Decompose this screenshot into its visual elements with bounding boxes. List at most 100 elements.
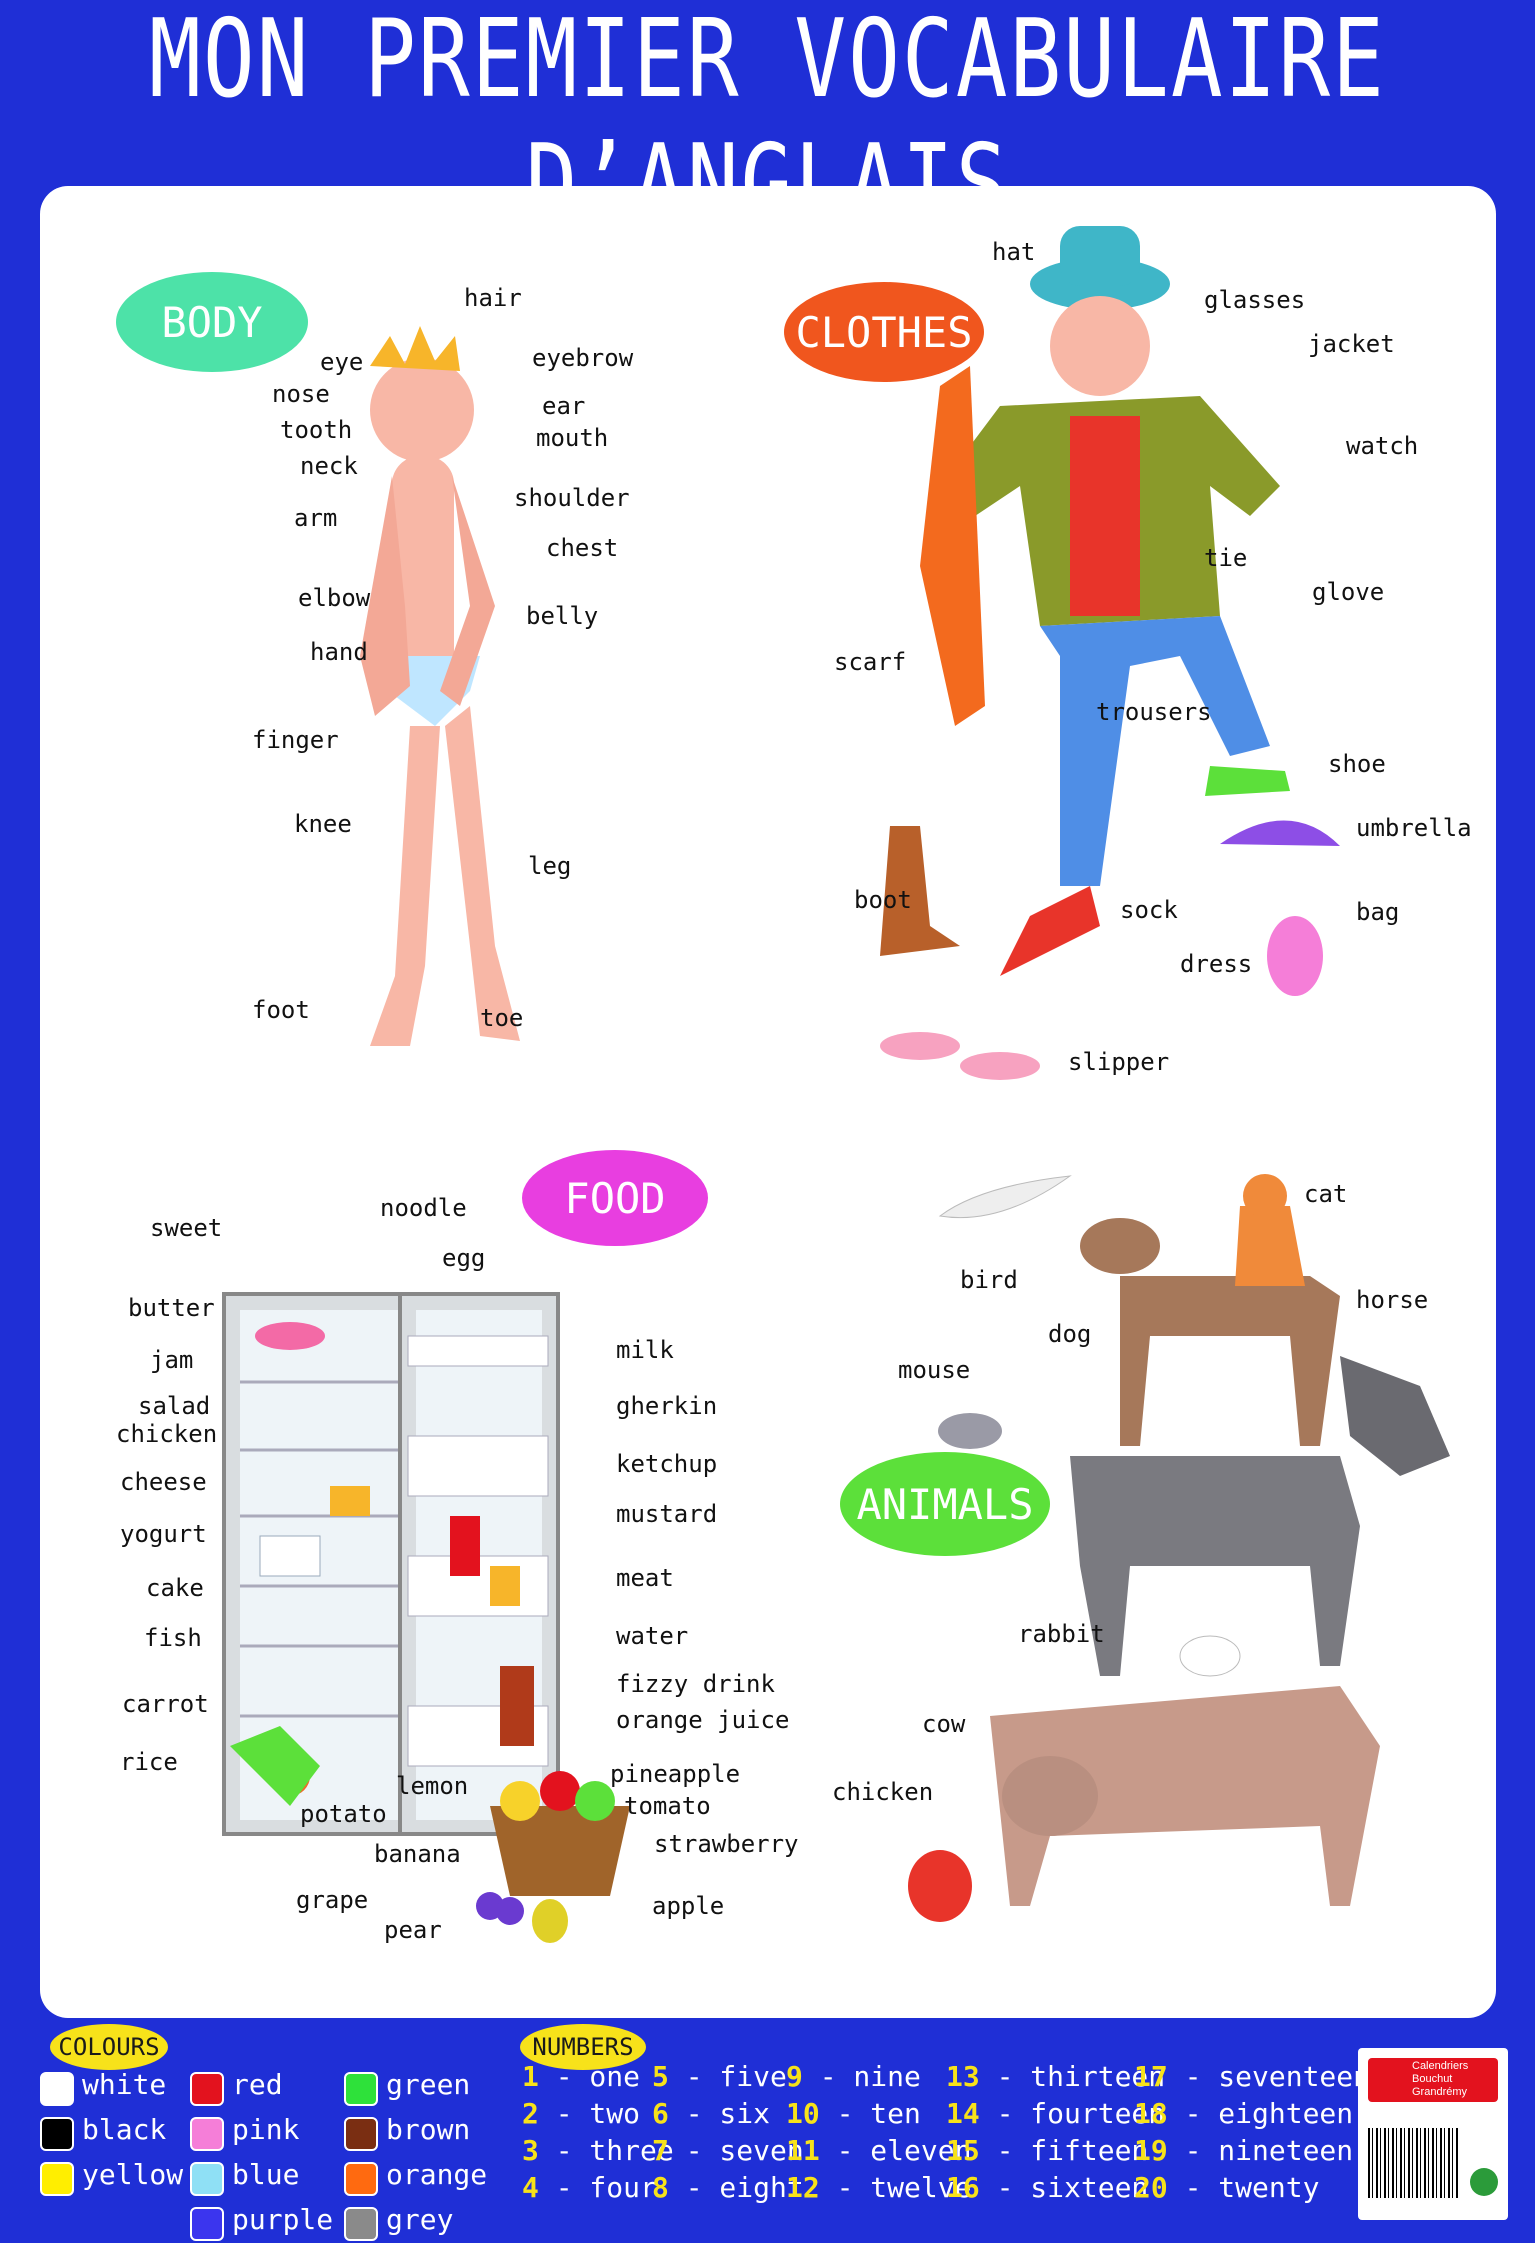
food-label: ketchup: [616, 1450, 718, 1478]
colour-name: grey: [386, 2203, 454, 2236]
number-word: - fourteen: [979, 2097, 1166, 2130]
number-item: 17 - seventeen: [1134, 2060, 1370, 2093]
number-word: - eighteen: [1167, 2097, 1354, 2130]
animals-label: cow: [922, 1710, 966, 1738]
number-item: 20 - twenty: [1134, 2171, 1319, 2204]
body-label: hair: [464, 284, 522, 312]
body-label: mouth: [536, 424, 609, 452]
animals-label: rabbit: [1018, 1620, 1105, 1648]
body-label: chest: [546, 534, 619, 562]
number-digit: 16: [946, 2171, 980, 2204]
animals-stack-illustration: [908, 1174, 1450, 1922]
animals-section-badge: ANIMALS: [840, 1452, 1050, 1556]
publisher-name-1: Calendriers: [1412, 2060, 1469, 2072]
colour-name: yellow: [82, 2158, 184, 2191]
number-item: 10 - ten: [786, 2097, 921, 2130]
body-label: arm: [294, 504, 338, 532]
number-item: 12 - twelve: [786, 2171, 971, 2204]
number-word: - eight: [668, 2171, 804, 2204]
clothes-label: scarf: [834, 648, 907, 676]
number-word: - ten: [819, 2097, 921, 2130]
clothes-section-badge: CLOTHES: [784, 282, 984, 382]
clothes-label: dress: [1180, 950, 1253, 978]
food-label: fish: [144, 1624, 202, 1652]
vocabulary-panel: BODY CLOTHES FOOD ANIMALS hair eye eyebr…: [40, 186, 1496, 2018]
food-section-badge: FOOD: [522, 1150, 708, 1246]
number-word: - twenty: [1167, 2171, 1320, 2204]
number-word: - five: [668, 2060, 787, 2093]
number-digit: 9: [786, 2060, 803, 2093]
publisher-logo: Calendriers Bouchut Grandrémy: [1358, 2048, 1508, 2220]
number-digit: 20: [1134, 2171, 1168, 2204]
number-digit: 14: [946, 2097, 980, 2130]
food-label: pear: [384, 1916, 442, 1944]
number-digit: 1: [522, 2060, 539, 2093]
clothes-label: bag: [1356, 898, 1400, 926]
clothes-label: glasses: [1204, 286, 1306, 314]
clothes-label: sock: [1120, 896, 1178, 924]
number-item: 5 - five: [652, 2060, 787, 2093]
clothes-label: watch: [1346, 432, 1419, 460]
number-item: 2 - two: [522, 2097, 640, 2130]
page-title: MON PREMIER VOCABULAIRE D’ANGLAIS: [149, 0, 1386, 247]
colour-name: green: [386, 2068, 471, 2101]
clothes-label: glove: [1312, 578, 1385, 606]
food-label: butter: [128, 1294, 215, 1322]
colour-name: orange: [386, 2158, 488, 2191]
number-word: - sixteen: [979, 2171, 1149, 2204]
body-label: elbow: [298, 584, 371, 612]
number-word: - two: [538, 2097, 641, 2130]
number-item: 19 - nineteen: [1134, 2134, 1353, 2167]
colour-swatch-white: [40, 2072, 74, 2106]
publisher-name-2: Bouchut: [1412, 2073, 1453, 2085]
food-label: yogurt: [120, 1520, 207, 1548]
body-label: foot: [252, 996, 310, 1024]
number-word: - eleven: [819, 2134, 972, 2167]
colour-name: white: [82, 2068, 167, 2101]
boy-body-illustration: [360, 326, 520, 1046]
colour-name: blue: [232, 2158, 300, 2191]
number-digit: 5: [652, 2060, 669, 2093]
food-label: potato: [300, 1800, 387, 1828]
food-label: cake: [146, 1574, 204, 1602]
number-digit: 19: [1134, 2134, 1168, 2167]
number-item: 16 - sixteen: [946, 2171, 1148, 2204]
number-digit: 17: [1134, 2060, 1168, 2093]
number-digit: 12: [786, 2171, 820, 2204]
animals-label: horse: [1356, 1286, 1429, 1314]
food-label: gherkin: [616, 1392, 718, 1420]
food-label: jam: [150, 1346, 194, 1374]
clothes-label: trousers: [1096, 698, 1212, 726]
number-item: 6 - six: [652, 2097, 770, 2130]
colour-swatch-purple: [190, 2207, 224, 2241]
number-word: - seven: [668, 2134, 804, 2167]
food-label: cheese: [120, 1468, 207, 1496]
food-label: fizzy drink: [616, 1670, 775, 1698]
colour-swatch-pink: [190, 2117, 224, 2151]
clothes-label: boot: [854, 886, 912, 914]
animals-label: dog: [1048, 1320, 1092, 1348]
colour-name: pink: [232, 2113, 300, 2146]
number-word: - four: [538, 2171, 657, 2204]
number-digit: 11: [786, 2134, 820, 2167]
number-digit: 4: [522, 2171, 539, 2204]
body-label: ear: [542, 392, 586, 420]
colour-swatch-orange: [344, 2162, 378, 2196]
number-item: 8 - eight: [652, 2171, 804, 2204]
body-section-badge: BODY: [116, 272, 308, 372]
number-item: 1 - one: [522, 2060, 640, 2093]
food-label: meat: [616, 1564, 674, 1592]
number-digit: 6: [652, 2097, 669, 2130]
food-label: noodle: [380, 1194, 467, 1222]
food-label: rice: [120, 1748, 178, 1776]
colour-swatch-brown: [344, 2117, 378, 2151]
clothes-label: tie: [1204, 544, 1248, 572]
body-label: knee: [294, 810, 352, 838]
number-word: - one: [538, 2060, 641, 2093]
colour-swatch-red: [190, 2072, 224, 2106]
number-word: - thirteen: [979, 2060, 1166, 2093]
number-word: - fifteen: [979, 2134, 1149, 2167]
number-digit: 7: [652, 2134, 669, 2167]
colour-swatch-yellow: [40, 2162, 74, 2196]
number-word: - seventeen: [1167, 2060, 1371, 2093]
